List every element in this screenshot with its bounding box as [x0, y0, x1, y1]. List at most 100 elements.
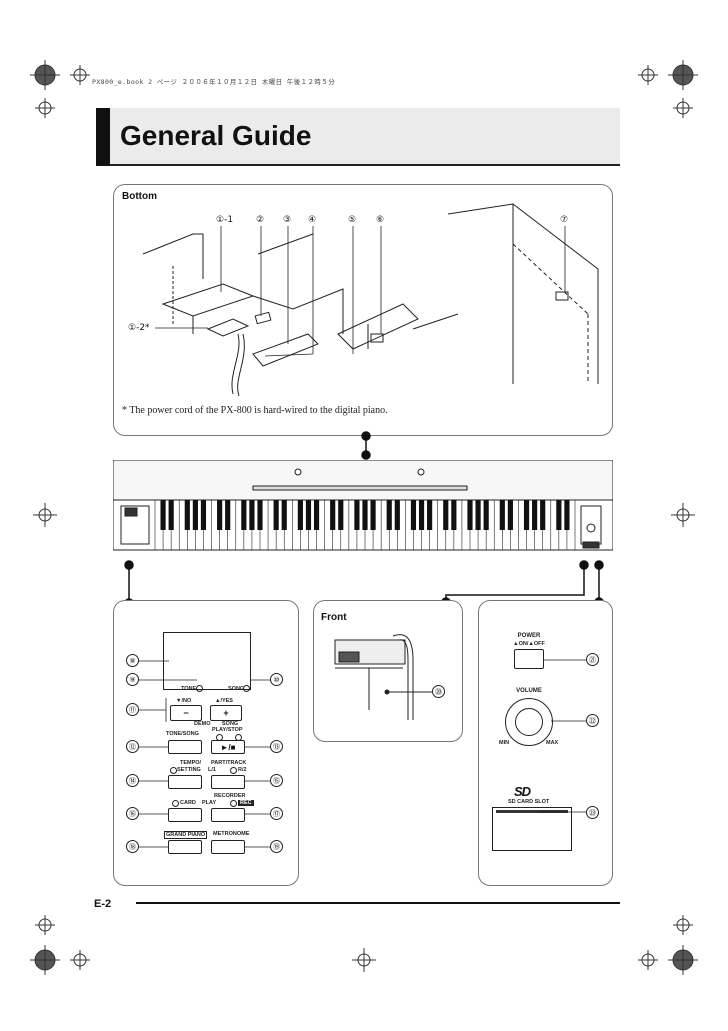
callout-9: ⑨: [126, 673, 139, 686]
black-key: [394, 500, 400, 530]
tempo-led: [170, 767, 177, 774]
card-button[interactable]: [168, 808, 202, 822]
callout-13: ⑬: [270, 740, 283, 753]
black-key: [370, 500, 376, 530]
card-led: [172, 800, 179, 807]
black-key: [160, 500, 166, 530]
bottom-view-label: Bottom: [122, 191, 157, 202]
part-track-button[interactable]: [211, 775, 245, 789]
callout-4: ④: [308, 215, 317, 225]
front-view-panel: [313, 600, 463, 742]
callout-10: ⑩: [270, 673, 283, 686]
callout-20: ⑳: [432, 685, 445, 698]
black-key: [249, 500, 255, 530]
grand-piano-button[interactable]: [168, 840, 202, 854]
black-key: [410, 500, 417, 530]
black-key: [257, 500, 263, 530]
song-led: [243, 685, 250, 692]
callout-1-1: ①-1: [216, 215, 234, 225]
power-button[interactable]: [514, 649, 544, 669]
tone-led: [196, 685, 203, 692]
callout-18: ⑱: [126, 840, 139, 853]
tone-song-button[interactable]: [168, 740, 202, 754]
callout-17: ⑰: [270, 807, 283, 820]
file-info-header: PX800_e.book 2 ページ ２００６年１０月１２日 木曜日 午後１２時…: [92, 78, 336, 86]
sd-card-slot[interactable]: [492, 807, 572, 851]
setting-label: SETTING: [177, 767, 201, 773]
volume-min-label: MIN: [499, 740, 510, 746]
callout-16: ⑯: [126, 807, 139, 820]
recorder-button[interactable]: [211, 808, 245, 822]
grand-piano-label: GRAND PIANO: [164, 831, 208, 839]
callout-2: ②: [256, 215, 265, 225]
sd-card-slot-label: SD CARD SLOT: [508, 799, 550, 805]
volume-max-label: MAX: [546, 740, 559, 746]
piano-keyboard-illustration: [113, 460, 613, 551]
callout-23: ㉓: [586, 806, 599, 819]
title-accent: [96, 108, 110, 166]
black-key: [168, 500, 174, 530]
page-number: E-2: [94, 898, 112, 910]
callout-14: ⑭: [126, 774, 139, 787]
sd-slot-opening: [496, 810, 568, 813]
black-key: [386, 500, 392, 530]
callout-15: ⑮: [270, 774, 283, 787]
tone-song-label: TONE/SONG: [166, 731, 199, 737]
black-key: [225, 500, 231, 530]
black-key: [475, 500, 481, 530]
footer-rule: [136, 902, 620, 904]
tempo-setting-button[interactable]: [168, 775, 202, 789]
black-key: [217, 500, 223, 530]
song-indicator-label: SONG: [228, 686, 245, 692]
metronome-label: METRONOME: [213, 831, 250, 837]
power-on-off-label: ▲ON/▲OFF: [513, 641, 545, 647]
play-label: PLAY: [202, 800, 217, 806]
yes-label: ▲/YES: [215, 698, 233, 704]
black-key: [443, 500, 449, 530]
bottom-view-illustration: [142, 203, 599, 397]
black-key: [192, 500, 198, 530]
right-panel-leader-lines: [538, 659, 586, 813]
no-label: ▼/NO: [176, 698, 192, 704]
song-sub-label: SONG: [222, 721, 239, 727]
bottom-view-panel: [113, 184, 613, 436]
black-key: [556, 500, 562, 530]
no-minus-button[interactable]: −: [170, 705, 202, 721]
yes-plus-button[interactable]: +: [210, 705, 242, 721]
callout-22: ㉒: [586, 714, 599, 727]
volume-knob-ring: [505, 698, 553, 746]
black-key: [427, 500, 433, 530]
recorder-label: RECORDER: [214, 793, 246, 799]
r2-label: R/2: [238, 767, 247, 773]
black-key: [241, 500, 247, 530]
part-track-label: PART/TRACK: [211, 760, 247, 766]
callout-11: ⑪: [126, 703, 139, 716]
volume-knob[interactable]: [515, 708, 543, 736]
l1-label: L/1: [208, 767, 216, 773]
control-panel-right: [478, 600, 613, 886]
black-key: [305, 500, 312, 530]
demo-label: DEMO: [194, 721, 211, 727]
callout-19: ⑲: [270, 840, 283, 853]
black-key: [507, 500, 513, 530]
black-key: [483, 500, 489, 530]
power-cord-footnote: * The power cord of the PX-800 is hard-w…: [122, 405, 388, 416]
black-key: [354, 500, 360, 530]
callout-21: ㉑: [586, 653, 599, 666]
callout-12: ⑫: [126, 740, 139, 753]
title-bar: [96, 108, 620, 166]
black-key: [467, 500, 473, 530]
black-key: [362, 500, 368, 530]
play-stop-button[interactable]: ►/■: [211, 740, 245, 754]
black-key: [184, 500, 190, 530]
left-panel-leader-lines: [139, 660, 271, 848]
black-key: [330, 500, 336, 530]
metronome-button[interactable]: [211, 840, 245, 854]
black-key: [418, 500, 425, 530]
callout-7: ⑦: [560, 215, 569, 225]
page-title: General Guide: [120, 120, 312, 151]
callout-6: ⑥: [376, 215, 385, 225]
black-key: [281, 500, 287, 530]
